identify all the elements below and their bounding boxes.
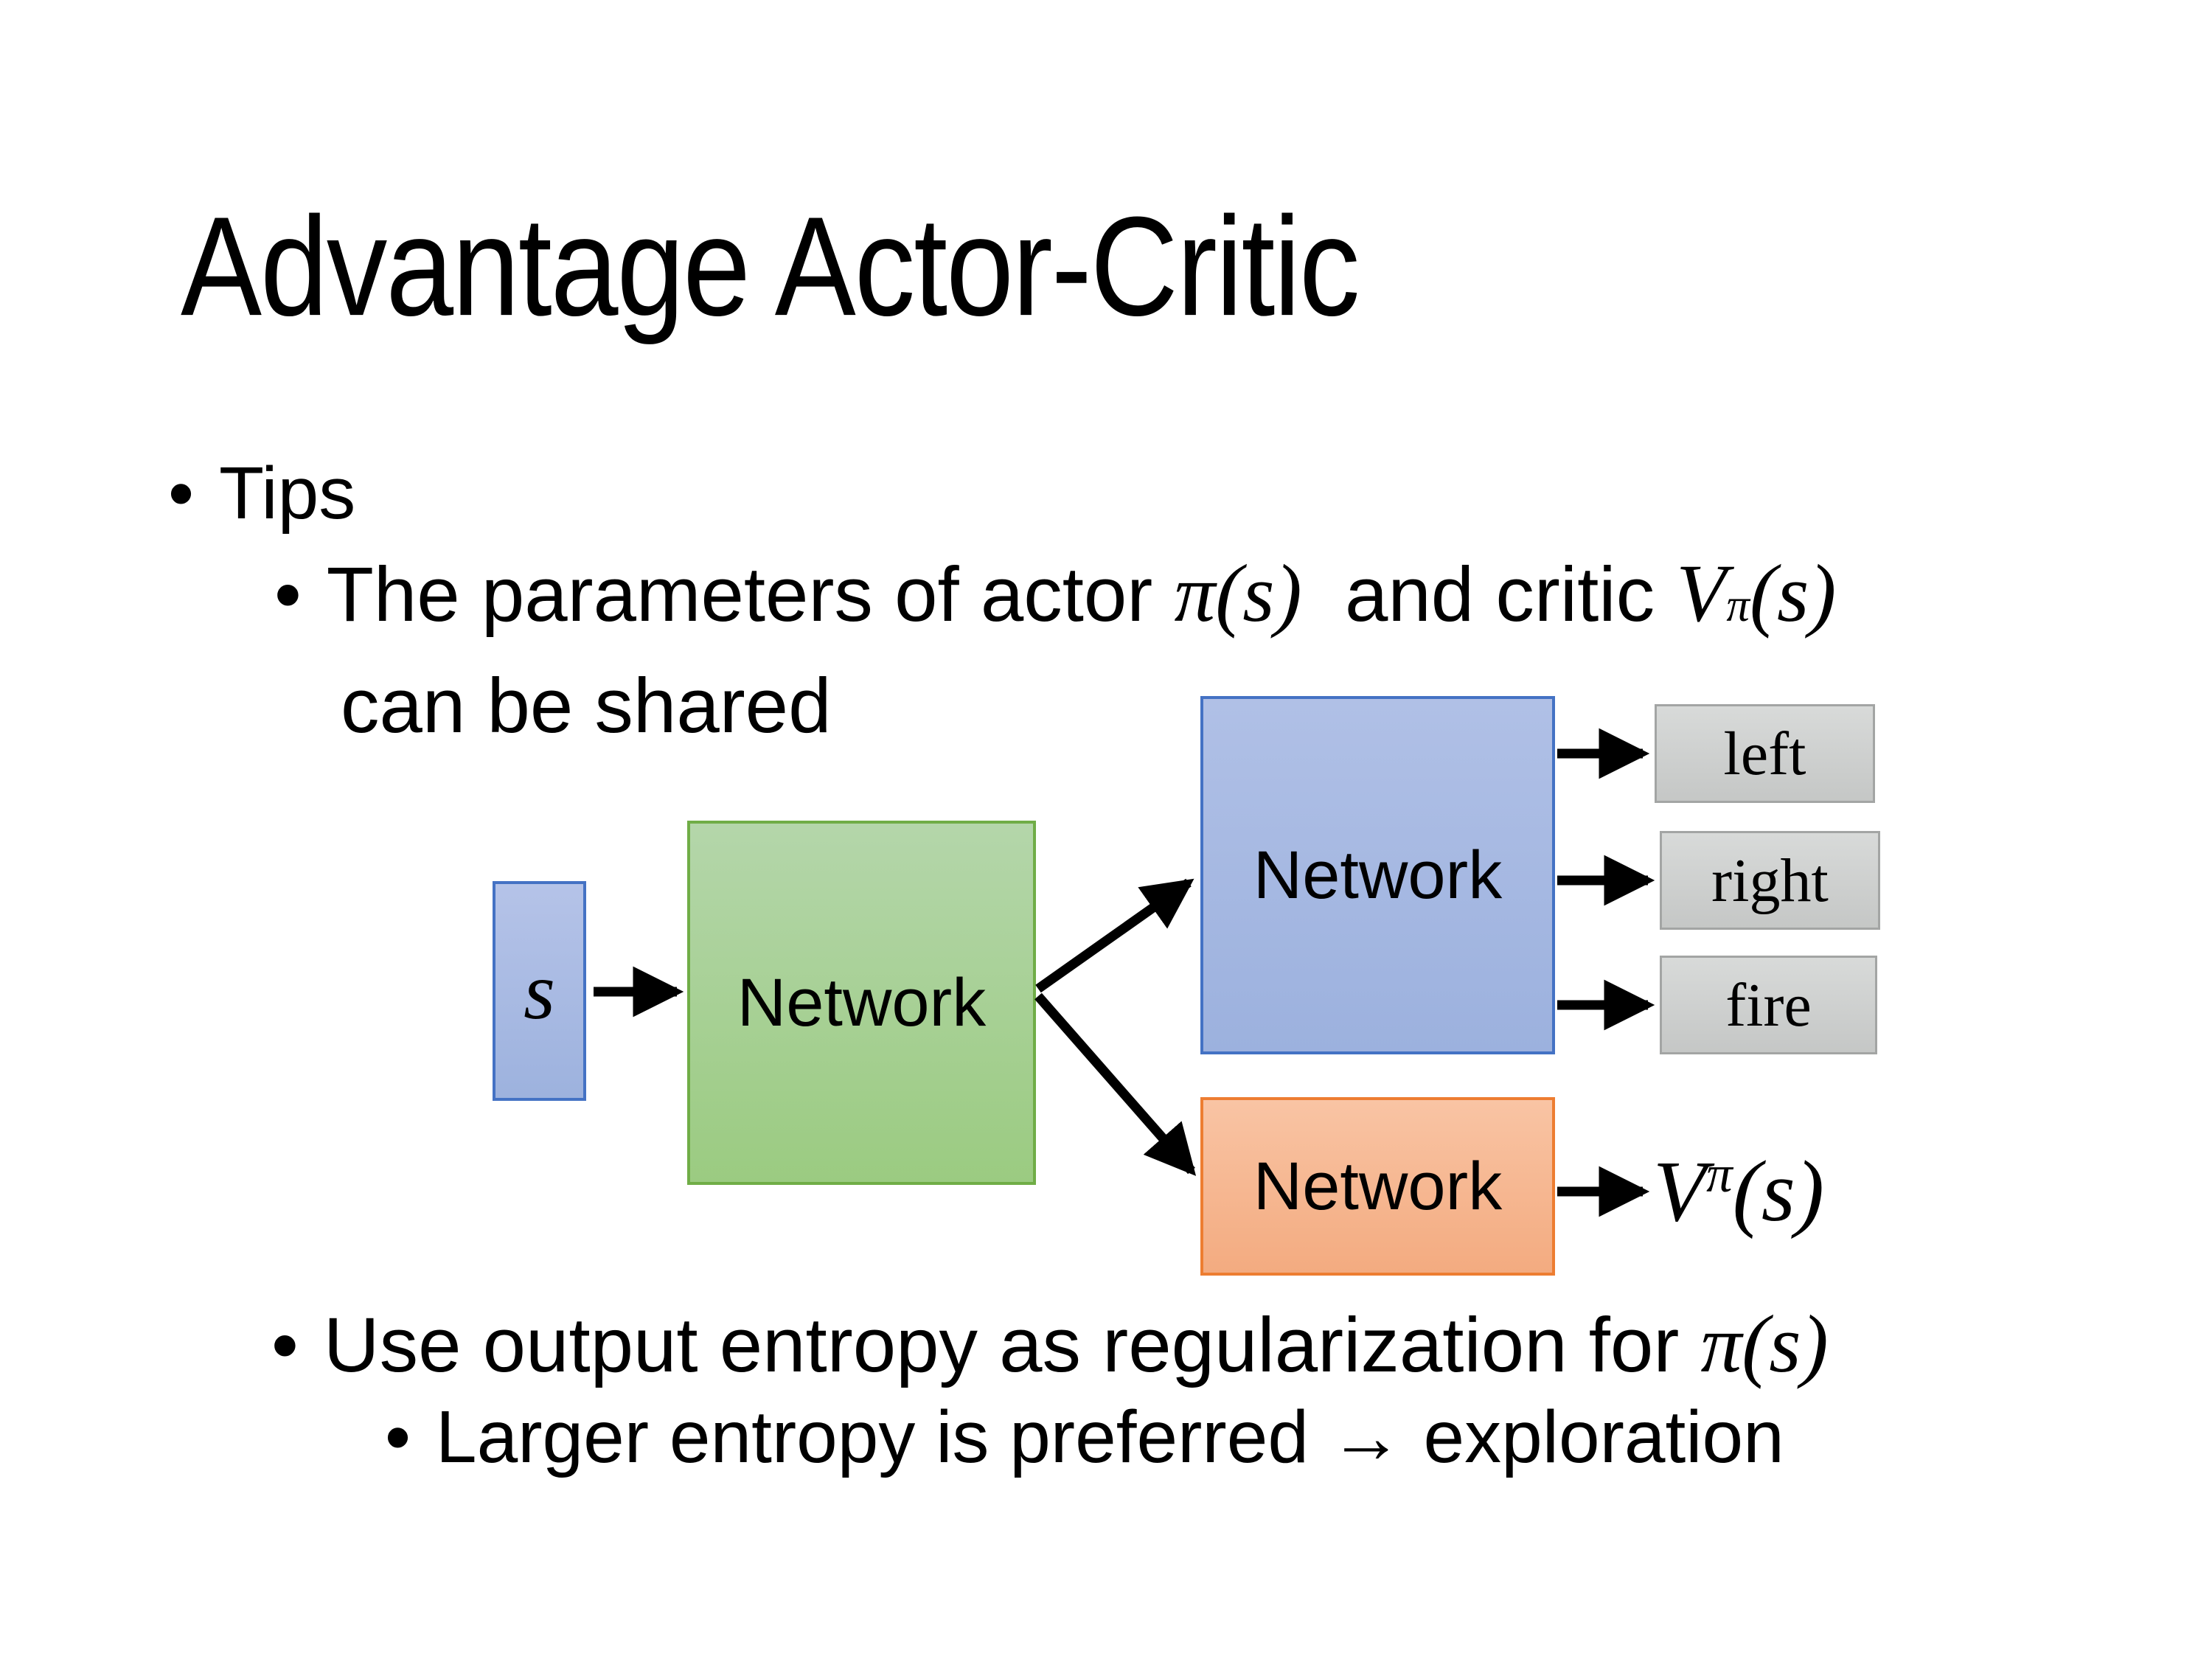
action-box-left: left bbox=[1655, 704, 1875, 803]
math-v-base: V bbox=[1676, 549, 1727, 639]
bullet-entropy-regularization: • Use output entropy as regularization f… bbox=[271, 1298, 1829, 1392]
actor-network-label: Network bbox=[1253, 837, 1503, 913]
bullet-tips: • Tips bbox=[168, 451, 355, 536]
state-box: s bbox=[493, 881, 586, 1101]
bullet-icon: • bbox=[271, 1302, 299, 1388]
entropy-regularization-text: Use output entropy as regularization for bbox=[323, 1302, 1701, 1388]
math-pi-s: π(s) bbox=[1174, 549, 1302, 639]
bullet-shared-parameters: • The parameters of actor π(s) and criti… bbox=[274, 547, 1836, 641]
arrow-shared-to-critic-network bbox=[1034, 992, 1197, 1176]
critic-network-box: Network bbox=[1200, 1097, 1555, 1276]
action-box-right: right bbox=[1660, 831, 1880, 930]
bullet-tips-label: Tips bbox=[219, 452, 356, 535]
math-pi-s: π(s) bbox=[1700, 1299, 1829, 1390]
larger-entropy-text: Larger entropy is preferred → exploratio… bbox=[436, 1396, 1784, 1478]
bullet-shared-parameters-line2: can be shared bbox=[341, 663, 832, 749]
critic-network-label: Network bbox=[1253, 1148, 1503, 1224]
bullet-icon: • bbox=[274, 552, 302, 638]
shared-network-box: Network bbox=[687, 821, 1036, 1185]
value-output-label: Vπ(s) bbox=[1653, 1141, 1824, 1242]
action-label-fire: fire bbox=[1725, 970, 1812, 1040]
action-label-right: right bbox=[1711, 846, 1829, 915]
bullet-icon: • bbox=[168, 452, 195, 535]
action-box-fire: fire bbox=[1660, 956, 1877, 1054]
value-v-superscript: π bbox=[1706, 1146, 1733, 1204]
math-v-superscript: π bbox=[1726, 580, 1750, 631]
arrow-shared-to-actor-network bbox=[1035, 878, 1194, 993]
shared-network-label: Network bbox=[737, 964, 987, 1040]
page-title: Advantage Actor-Critic bbox=[181, 187, 1360, 345]
shared-parameters-text: The parameters of actor bbox=[326, 552, 1175, 638]
bullet-larger-entropy: • Larger entropy is preferred → explorat… bbox=[385, 1395, 1784, 1480]
value-v-args: (s) bbox=[1732, 1143, 1825, 1239]
math-v-args: (s) bbox=[1749, 549, 1837, 639]
shared-parameters-text-mid: and critic bbox=[1301, 552, 1677, 638]
actor-network-box: Network bbox=[1200, 696, 1555, 1054]
action-label-left: left bbox=[1723, 719, 1806, 788]
value-v-base: V bbox=[1653, 1143, 1707, 1239]
state-label: s bbox=[524, 945, 555, 1036]
bullet-icon: • bbox=[385, 1396, 411, 1478]
